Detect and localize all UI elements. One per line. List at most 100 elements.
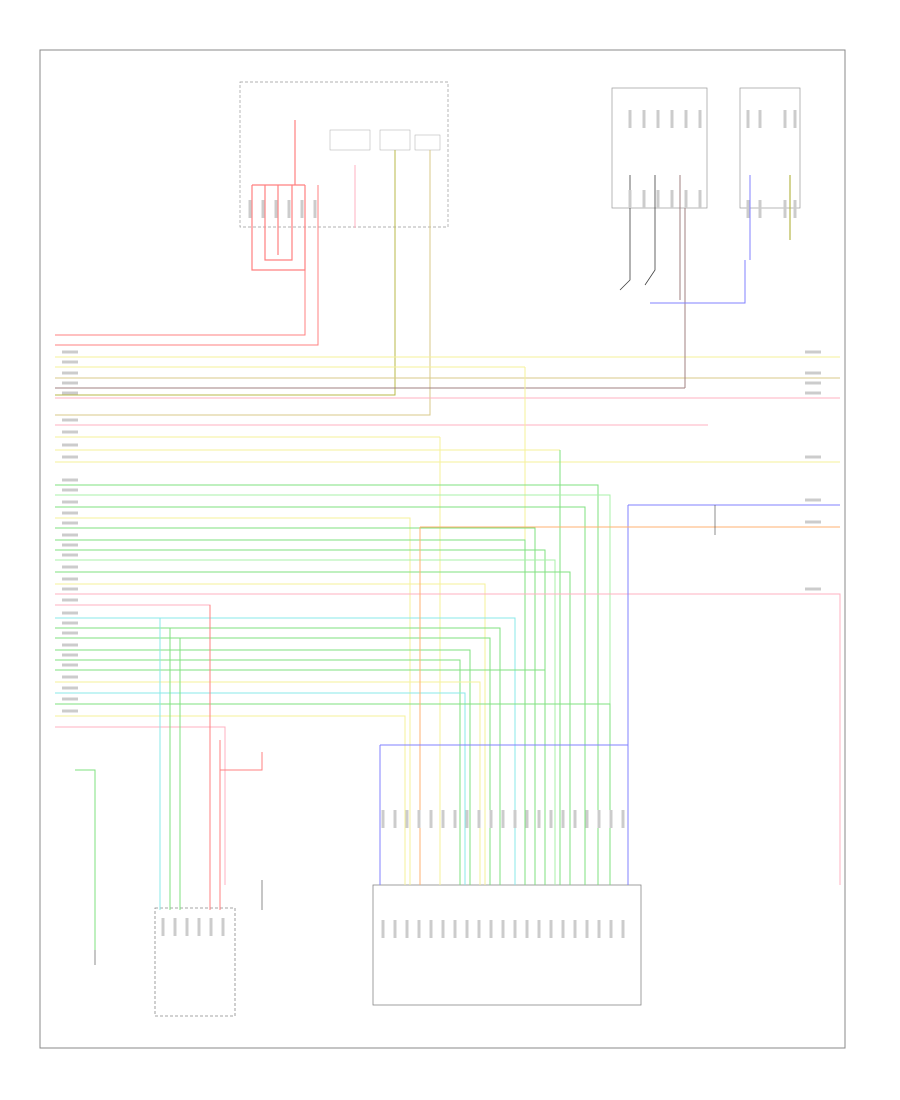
- tcm-pin-label: [477, 920, 481, 938]
- tcm-pin-label: [417, 920, 421, 938]
- labels-layer: [62, 110, 821, 938]
- sensor-pin-label: [746, 110, 750, 128]
- tcm-pin-label: [585, 920, 589, 938]
- fuse-label: [274, 200, 278, 218]
- tcm-pin-label: [525, 810, 529, 828]
- range-pin-label: [642, 190, 646, 208]
- tcm-pin-label: [465, 920, 469, 938]
- tcm-pin-label: [573, 810, 577, 828]
- wire-label-placeholder: [62, 598, 78, 602]
- range-pin-label: [656, 110, 660, 128]
- tcm-pin-label: [537, 810, 541, 828]
- bcm-pin-label: [161, 918, 165, 936]
- bcm-pin-label: [221, 918, 225, 936]
- harness-wire: [55, 604, 211, 885]
- wire-label-placeholder: [62, 543, 78, 547]
- power-feed-wire: [55, 270, 306, 336]
- tcm-pin-label: [585, 810, 589, 828]
- power-feed-wire: [55, 185, 319, 346]
- tcm-pin-label: [465, 810, 469, 828]
- wire-label-placeholder: [62, 478, 78, 482]
- tcm-pin-label: [621, 920, 625, 938]
- wire-label-placeholder: [62, 511, 78, 515]
- harness-wire: [55, 517, 411, 885]
- wire-label-placeholder: [62, 653, 78, 657]
- right-end-label: [805, 498, 821, 502]
- splice-wire: [220, 752, 263, 771]
- wire-label-placeholder: [62, 455, 78, 459]
- tcm-pin-label: [621, 810, 625, 828]
- tcm-pin-label: [501, 920, 505, 938]
- tcm-pin-label: [561, 920, 565, 938]
- harness-wire: [55, 527, 536, 885]
- sensor-pin-label: [793, 110, 797, 128]
- tcm-pin-label: [549, 810, 553, 828]
- harness-wire: [55, 715, 406, 885]
- right-end-label: [805, 371, 821, 375]
- sensor-pin-label: [758, 200, 762, 218]
- harness-wire: [55, 703, 611, 885]
- output-sensor-wire: [650, 260, 746, 304]
- tcm-pin-label: [381, 920, 385, 938]
- tcm-pin-label: [477, 810, 481, 828]
- wire-label-placeholder: [62, 553, 78, 557]
- sensor-pin-label: [746, 200, 750, 218]
- wire-label-placeholder: [62, 663, 78, 667]
- range-pin-label: [656, 190, 660, 208]
- body-control-module-connector: [154, 907, 236, 1017]
- tcm-pin-label: [525, 920, 529, 938]
- relay-output-wire: [55, 150, 396, 396]
- wire-label-placeholder: [62, 443, 78, 447]
- harness-wire: [55, 583, 486, 885]
- wire-label-placeholder: [62, 697, 78, 701]
- range-pin-label: [628, 190, 632, 208]
- tcm-pin-label: [573, 920, 577, 938]
- tcm-pin-label: [453, 810, 457, 828]
- fuse-label: [248, 200, 252, 218]
- tcm-pin-label: [513, 920, 517, 938]
- wire-label-placeholder: [62, 577, 78, 581]
- tcm-pin-label: [561, 810, 565, 828]
- range-pin-label: [698, 190, 702, 208]
- wire-label-placeholder: [62, 391, 78, 395]
- wire-label-placeholder: [62, 360, 78, 364]
- tcm-pin-label: [441, 920, 445, 938]
- sensor-pin-label: [793, 200, 797, 218]
- harness-wire: [55, 617, 516, 885]
- tcm-pin-label: [429, 920, 433, 938]
- harness-wire: [55, 559, 556, 885]
- right-end-label: [805, 350, 821, 354]
- wire-label-placeholder: [62, 621, 78, 625]
- fuse-label: [261, 200, 265, 218]
- sensor-pin-label: [783, 200, 787, 218]
- tcm-pin-label: [597, 920, 601, 938]
- harness-wire: [55, 593, 841, 885]
- tcm-pin-label: [429, 810, 433, 828]
- bcm-pin-label: [173, 918, 177, 936]
- bcm-pin-label: [185, 918, 189, 936]
- fuse-loop-wire: [264, 185, 293, 261]
- wire-label-placeholder: [62, 381, 78, 385]
- diagram-frame: [39, 49, 846, 1049]
- wire-label-placeholder: [62, 643, 78, 647]
- sensor-pin-label: [783, 110, 787, 128]
- sensor-pin-label: [758, 110, 762, 128]
- range-sensor-wire: [619, 175, 631, 291]
- tcm-pin-label: [453, 920, 457, 938]
- wire-label-placeholder: [62, 611, 78, 615]
- harness-wire: [55, 692, 466, 885]
- range-sensor-wire: [644, 175, 656, 286]
- right-end-label: [805, 455, 821, 459]
- fuse-label: [300, 200, 304, 218]
- wire-label-placeholder: [62, 371, 78, 375]
- tcm-pin-label: [537, 920, 541, 938]
- transmission-control-module: [372, 884, 642, 1006]
- wire-label-placeholder: [62, 533, 78, 537]
- right-end-label: [805, 391, 821, 395]
- range-pin-label: [684, 110, 688, 128]
- tcm-pin-label: [405, 810, 409, 828]
- wire-label-placeholder: [62, 430, 78, 434]
- tcm-pin-label: [393, 810, 397, 828]
- right-end-label: [805, 381, 821, 385]
